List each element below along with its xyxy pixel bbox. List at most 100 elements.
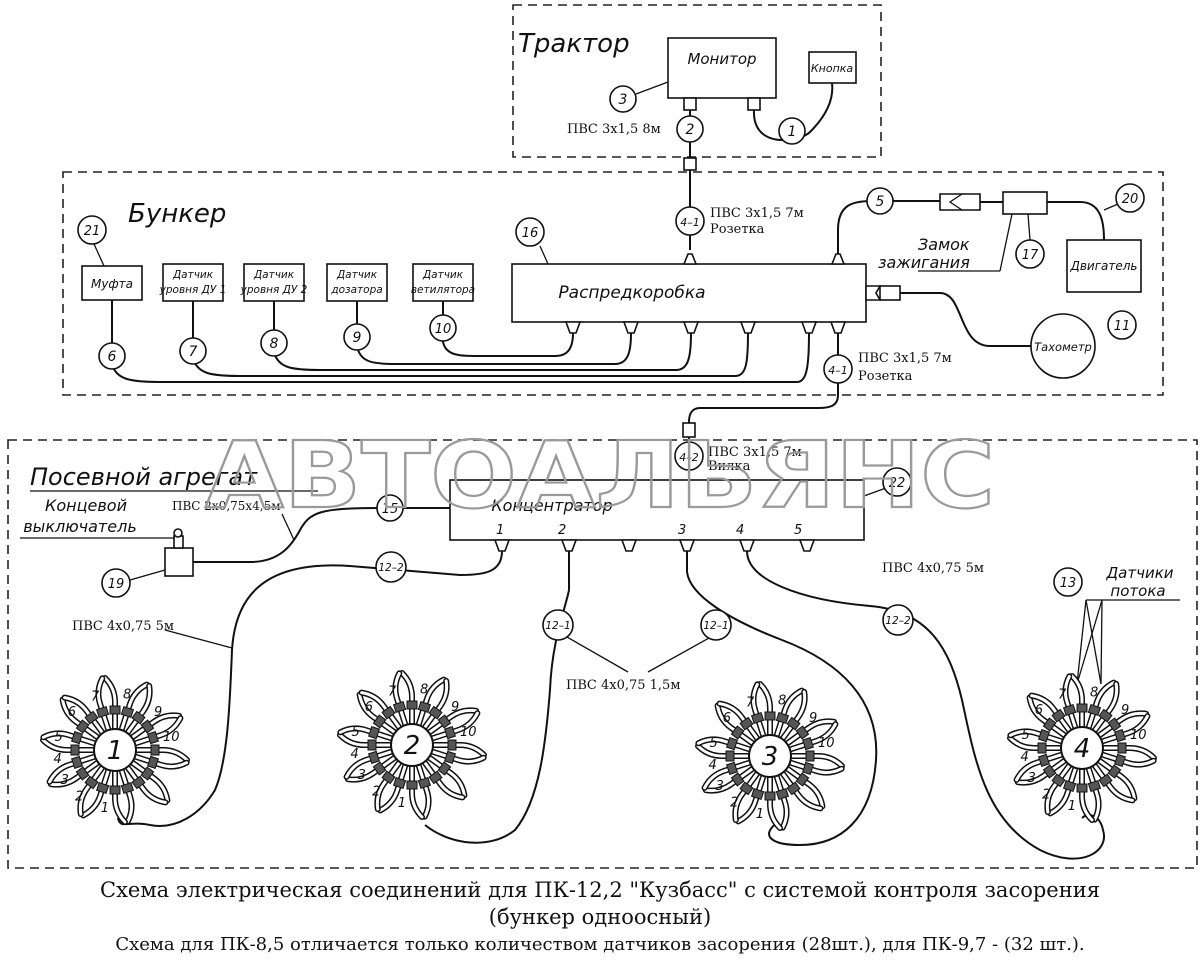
flow-sensor — [1087, 780, 1102, 792]
sensor-tube-inner — [96, 676, 111, 733]
cable-2-label: ПВС 3х1,5 8м — [567, 122, 661, 137]
sensor-tube-inner — [429, 749, 486, 764]
bunker-zone-label: Бункер — [128, 199, 226, 229]
cable-4-1-top-type: Розетка — [710, 222, 765, 237]
sensor-tube-inner — [1100, 746, 1156, 760]
flow-sensor — [392, 701, 407, 713]
flow-sensor — [406, 780, 418, 790]
sensor-tube-inner — [787, 722, 837, 752]
sensor-tube-inner — [81, 767, 111, 817]
marker-16-leader — [539, 245, 549, 265]
sensor-tube-inner — [41, 731, 98, 746]
svg-text:2: 2 — [686, 122, 695, 138]
flow-sensor — [368, 725, 380, 740]
marker-4-2: 4–2 — [674, 441, 704, 471]
marker-15: 15 — [376, 494, 404, 522]
sensor-tube-inner — [1086, 681, 1116, 731]
flow-sensor — [95, 706, 110, 718]
marker-6: 6 — [98, 342, 126, 370]
wheel-hub-label: 3 — [762, 742, 779, 772]
marker-2: 2 — [676, 115, 704, 143]
flow-sensor — [437, 761, 452, 776]
sensor-tube-inner — [1099, 714, 1149, 744]
sensor-tube-inner — [703, 760, 753, 790]
caption-note: Схема для ПК-8,5 отличается только колич… — [115, 934, 1085, 955]
cable-2-plug — [683, 157, 697, 171]
junction-box-label: Распредкоробка — [558, 283, 705, 303]
junction-bottom-sockets — [564, 321, 847, 334]
level-sensor-2-line1: Датчик — [253, 269, 295, 281]
flow-sensor — [1076, 703, 1088, 713]
flow-sensor — [1042, 764, 1057, 779]
flow-sensors-line2: потока — [1110, 582, 1165, 600]
marker-19-leader — [129, 569, 166, 581]
flow-sensor — [1062, 704, 1077, 716]
tractor-zone — [512, 4, 882, 158]
sensor-tube-inner — [1016, 758, 1068, 785]
flow-sensor — [95, 782, 110, 794]
wire-lock-to-engine — [1047, 201, 1105, 241]
marker-22: 22 — [882, 467, 912, 497]
marker-7: 7 — [179, 337, 207, 365]
flow-sensor — [444, 750, 456, 765]
cable-12-left-label: ПВС 4х0,75 5м — [72, 619, 174, 634]
sensor-tube-inner — [787, 760, 844, 775]
sensor-tube-inner — [1070, 674, 1084, 730]
spoke-label: 2 — [75, 790, 83, 805]
spoke-label: 9 — [1121, 703, 1129, 718]
sensor-tube-inner — [780, 770, 822, 810]
marker-21-leader — [93, 243, 105, 267]
flow-sensor — [120, 782, 135, 794]
sensor-tube-inner — [78, 764, 105, 816]
junction-top-socket-left — [682, 253, 698, 265]
wheel-hub — [1060, 726, 1104, 770]
svg-text:3: 3 — [619, 92, 628, 108]
fan-sensor-line2: ветилятора — [411, 284, 475, 296]
marker-12-2-left: 12–2 — [375, 551, 407, 583]
flow-sensor — [1087, 704, 1102, 716]
svg-text:20: 20 — [1122, 192, 1139, 207]
cable-5-connector — [939, 193, 981, 211]
flow-sensor — [795, 725, 810, 740]
flow-sensor — [786, 716, 801, 731]
sensor-tube-inner — [422, 679, 449, 731]
svg-text:21: 21 — [84, 224, 101, 239]
level-sensor-2-box — [243, 263, 305, 302]
flow-sensor — [1042, 717, 1057, 732]
sensor-tube-inner — [129, 760, 169, 802]
flow-sensor — [1117, 742, 1127, 754]
wheel-hub — [748, 734, 792, 778]
sensor-tube-inner — [416, 762, 431, 819]
flow-sensor — [1076, 783, 1088, 793]
flow-sensor — [1037, 742, 1047, 754]
cable-12-right-label: ПВС 4х0,75 5м — [882, 561, 984, 576]
svg-text:5: 5 — [876, 194, 885, 210]
flow-sensor — [84, 775, 99, 790]
marker-4-1-bottom: 4–1 — [823, 354, 853, 384]
flow-sensor — [147, 730, 159, 745]
flow-sensor — [1051, 773, 1066, 788]
sensor-tube-inner — [416, 678, 446, 728]
caption-subtitle: (бункер одноосный) — [488, 905, 712, 929]
svg-text:10: 10 — [435, 322, 452, 337]
marker-22-leader — [863, 487, 887, 497]
flow-sensor — [1038, 753, 1050, 768]
seeder-zone — [7, 439, 1198, 869]
wire-coupling — [111, 300, 810, 383]
spoke-label: 4 — [350, 747, 358, 762]
flow-sensor — [417, 701, 432, 713]
concentrator-label: Концентратор — [491, 496, 612, 515]
spoke-label: 8 — [123, 687, 131, 702]
cable-4-1-bottom-type: Розетка — [858, 369, 913, 384]
flow-sensor — [71, 755, 83, 770]
spoke-label: 2 — [730, 796, 738, 811]
sensor-tube-inner — [736, 773, 766, 823]
sensor-tube-inner — [696, 737, 753, 752]
ignition-lock-leader-2 — [999, 213, 1013, 272]
spoke-label: 4 — [708, 758, 716, 773]
spoke-label: 1 — [1068, 799, 1076, 814]
dispenser-sensor-line1: Датчик — [336, 269, 378, 281]
svg-text:4–1: 4–1 — [680, 216, 700, 229]
ignition-lock-line2: зажигания — [878, 253, 970, 272]
spoke-label: 9 — [809, 711, 817, 726]
